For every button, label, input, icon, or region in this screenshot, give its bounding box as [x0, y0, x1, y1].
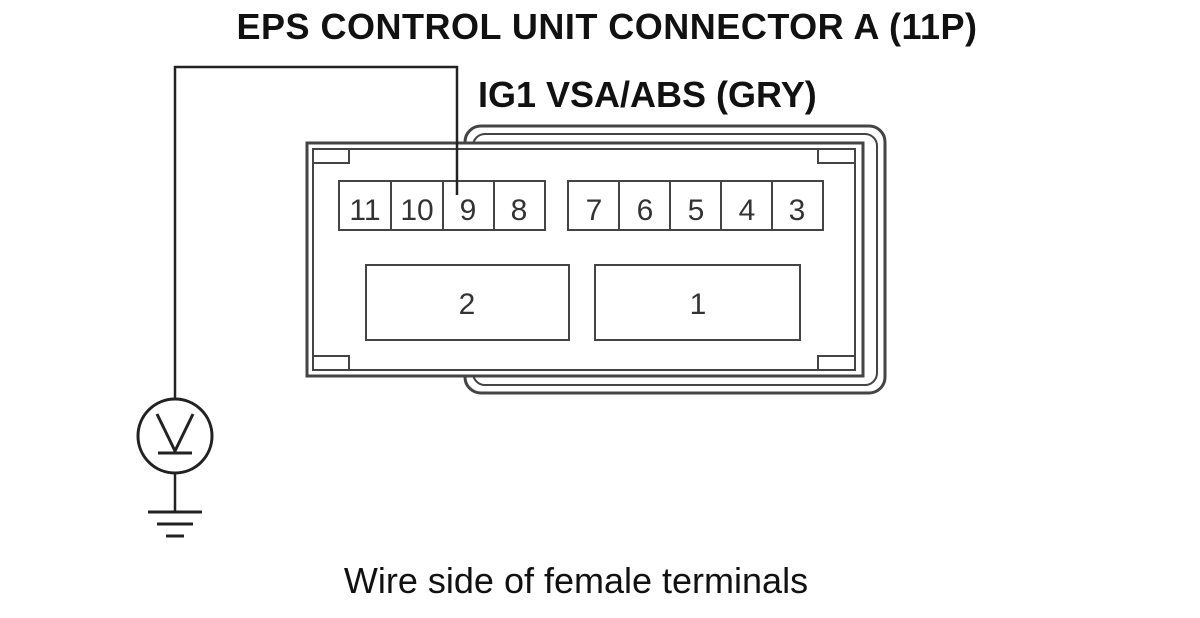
- connector-housing: [305, 124, 887, 395]
- diagram-caption: Wire side of female terminals: [343, 560, 809, 601]
- terminal-6: 6: [637, 194, 654, 227]
- diagram-title: EPS CONTROL UNIT CONNECTOR A (11P): [236, 6, 978, 47]
- terminal-7: 7: [586, 194, 603, 227]
- terminal-11: 11: [349, 194, 380, 227]
- terminal-2: 2: [459, 288, 476, 321]
- voltmeter-icon: [136, 397, 214, 475]
- terminal-1: 1: [690, 288, 707, 321]
- terminal-row-right: [567, 180, 824, 231]
- terminal-10: 10: [400, 194, 433, 227]
- probe-wire: [173, 65, 459, 400]
- terminal-1-cavity: [594, 264, 801, 341]
- terminal-3: 3: [789, 194, 806, 227]
- terminal-row-left: [338, 180, 546, 231]
- wire-label: IG1 VSA/ABS (GRY): [478, 74, 817, 115]
- terminal-4: 4: [739, 194, 756, 227]
- terminal-5: 5: [688, 194, 705, 227]
- terminal-2-cavity: [365, 264, 570, 341]
- terminal-8: 8: [511, 194, 528, 227]
- ground-icon: [148, 473, 202, 538]
- terminal-9: 9: [460, 194, 477, 227]
